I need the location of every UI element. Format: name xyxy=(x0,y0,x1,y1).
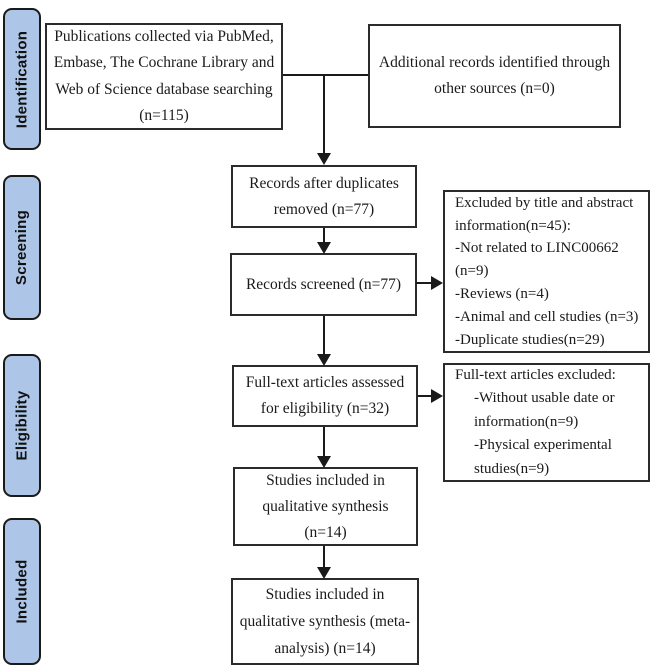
stage-label-included-text: Included xyxy=(13,559,31,624)
box-fulltext-excluded-line: -Without usable date or xyxy=(474,390,615,407)
box-fulltext-excluded-line: Full-text articles excluded: xyxy=(455,366,616,383)
box-meta-analysis-line: Studies included in xyxy=(265,586,385,603)
arrowhead-down-icon xyxy=(317,354,331,366)
box-additional-records-line: other sources (n=0) xyxy=(434,80,555,97)
box-additional-records-line: Additional records identified through xyxy=(378,54,611,71)
stage-label-eligibility: Eligibility xyxy=(3,354,41,497)
box-fulltext-excluded-line: information(n=9) xyxy=(474,413,579,430)
box-fulltext-assessed-line: Full-text articles assessed xyxy=(245,374,405,391)
connector-screened-to-fulltext xyxy=(323,316,325,355)
arrowhead-down-icon xyxy=(317,567,331,579)
box-fulltext-excluded-line: -Physical experimental xyxy=(474,437,612,454)
box-excluded-title-abstract-line: Excluded by title and abstract xyxy=(455,194,634,211)
box-excluded-title-abstract-line: (n=9) xyxy=(455,263,489,280)
box-qualitative-synthesis-line: (n=14) xyxy=(304,523,347,541)
box-excluded-title-abstract-line: -Duplicate studies(n=29) xyxy=(455,331,605,348)
box-records-screened-line: Records screened (n=77) xyxy=(245,275,402,293)
box-database-search: Publications collected via PubMed, Embas… xyxy=(45,23,283,130)
connector-qualitative-to-meta xyxy=(323,546,325,568)
box-database-search-line: Publications collected via PubMed, xyxy=(54,27,274,45)
box-duplicates-removed-line: Records after duplicates xyxy=(249,174,399,192)
box-excluded-title-abstract-line: information(n=45): xyxy=(455,217,571,234)
box-excluded-title-abstract-line: -Reviews (n=4) xyxy=(455,285,549,302)
connector-screened-to-excluded xyxy=(416,282,432,284)
box-meta-analysis: Studies included in qualitative synthesi… xyxy=(231,578,419,665)
box-meta-analysis-line: qualitative synthesis (meta- xyxy=(239,613,411,630)
box-fulltext-excluded-line: studies(n=9) xyxy=(474,460,550,477)
box-qualitative-synthesis-line: qualitative synthesis xyxy=(262,497,389,515)
stage-label-included: Included xyxy=(3,518,41,665)
connector-fulltext-to-excluded xyxy=(418,395,432,397)
stage-label-identification-text: Identification xyxy=(13,30,31,128)
box-additional-records: Additional records identified through ot… xyxy=(368,24,621,128)
arrowhead-down-icon xyxy=(317,456,331,468)
stage-label-eligibility-text: Eligibility xyxy=(13,390,31,461)
box-duplicates-removed-line: removed (n=77) xyxy=(273,200,375,218)
box-duplicates-removed: Records after duplicates removed (n=77) xyxy=(231,165,417,228)
box-excluded-title-abstract-line: -Not related to LINC00662 xyxy=(455,240,619,257)
box-fulltext-assessed-line: for eligibility (n=32) xyxy=(260,400,390,417)
arrowhead-down-icon xyxy=(317,242,331,254)
arrowhead-down-icon xyxy=(317,153,331,165)
connector-dedup-to-screened xyxy=(323,228,325,243)
box-qualitative-synthesis: Studies included in qualitative synthesi… xyxy=(233,467,418,546)
stage-label-identification: Identification xyxy=(3,8,41,150)
stage-label-screening-text: Screening xyxy=(13,209,31,286)
stage-label-screening: Screening xyxy=(3,175,41,320)
connector-fulltext-to-qualitative xyxy=(323,427,325,457)
box-excluded-title-abstract: Excluded by title and abstract informati… xyxy=(443,190,650,353)
arrowhead-right-icon xyxy=(431,389,443,403)
box-database-search-line: (n=115) xyxy=(139,107,189,124)
box-fulltext-assessed: Full-text articles assessed for eligibil… xyxy=(232,365,418,427)
box-database-search-line: Web of Science database searching xyxy=(55,80,273,98)
box-meta-analysis-line: analysis) (n=14) xyxy=(274,640,376,657)
box-qualitative-synthesis-line: Studies included in xyxy=(266,471,385,489)
box-excluded-title-abstract-line: -Animal and cell studies (n=3) xyxy=(455,308,639,325)
arrowhead-right-icon xyxy=(431,276,443,290)
connector-top-vertical xyxy=(323,75,325,155)
box-database-search-line: Embase, The Cochrane Library and xyxy=(53,54,275,71)
connector-top-horizontal xyxy=(283,74,368,76)
box-records-screened: Records screened (n=77) xyxy=(230,253,417,316)
box-fulltext-excluded: Full-text articles excluded: -Without us… xyxy=(443,363,650,482)
